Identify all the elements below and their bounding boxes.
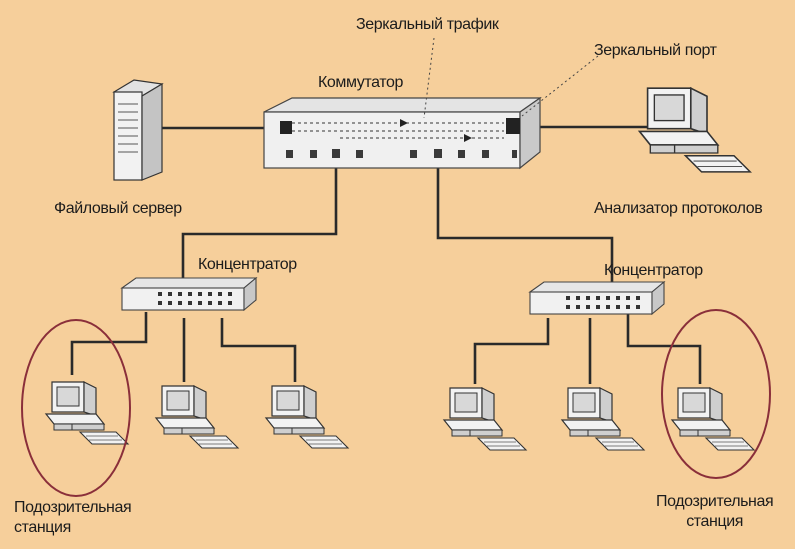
switch-to-right-hub-cable <box>438 154 612 284</box>
file-server-icon <box>114 80 162 180</box>
protocol-analyzer-computer-icon <box>640 88 751 172</box>
file-server-label: Файловый сервер <box>54 200 182 218</box>
left-hub-cable-3 <box>222 318 295 382</box>
workstation-left-1-icon <box>46 382 128 444</box>
workstation-right-1-icon <box>444 388 526 450</box>
switch-label: Коммутатор <box>318 74 403 92</box>
hub-left-label: Концентратор <box>198 256 297 274</box>
right-hub-cable-1 <box>475 318 548 384</box>
switch-device <box>264 98 540 168</box>
workstation-left-2-icon <box>156 386 238 448</box>
mirror-port-icon <box>506 118 520 134</box>
workstation-left-3-icon <box>266 386 348 448</box>
hub-right-label: Концентратор <box>604 262 703 280</box>
suspicious-station-left-label: Подозрительная станция <box>14 498 131 538</box>
switch-port-server <box>280 121 292 134</box>
hub-right-device <box>530 282 664 314</box>
mirror-port-label: Зеркальный порт <box>594 42 717 60</box>
protocol-analyzer-label: Анализатор протоколов <box>594 200 762 218</box>
mirror-traffic-label: Зеркальный трафик <box>356 16 499 34</box>
workstation-right-2-icon <box>562 388 644 450</box>
suspicious-station-right-label: Подозрительная станция <box>656 492 773 532</box>
hub-left-device <box>122 278 256 310</box>
workstation-right-3-icon <box>672 388 754 450</box>
